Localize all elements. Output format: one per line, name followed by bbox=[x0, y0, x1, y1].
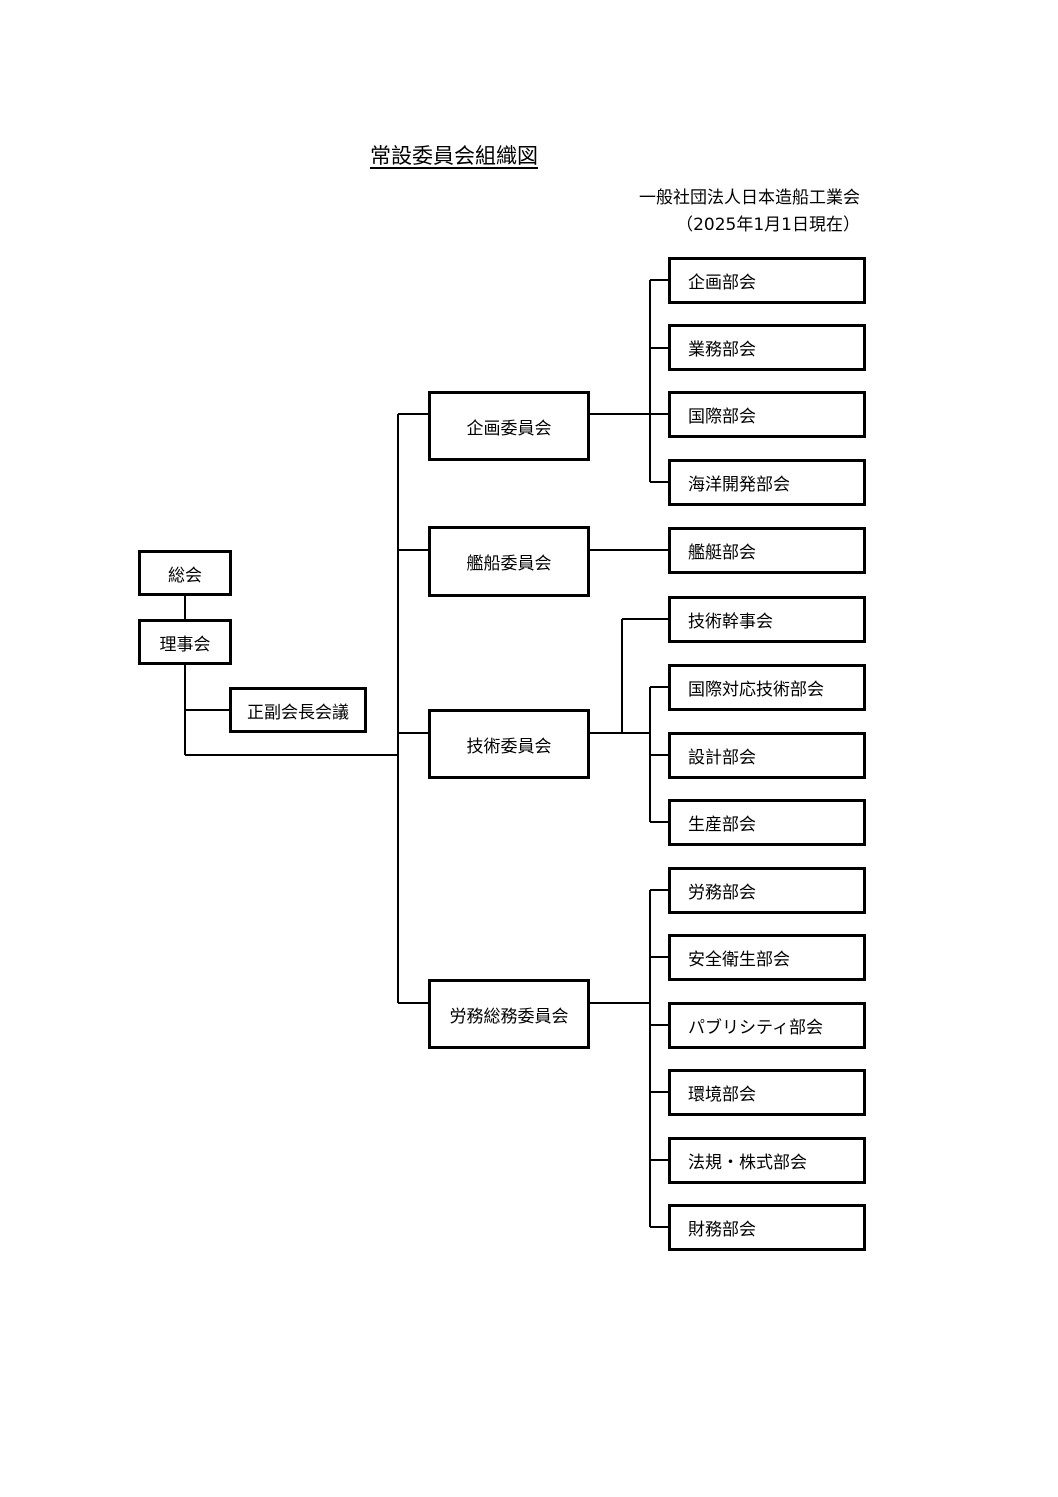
subcommittee-box: 企画部会 bbox=[668, 257, 866, 304]
subcommittee-box: 海洋開発部会 bbox=[668, 459, 866, 506]
subcommittee-box: 労務部会 bbox=[668, 867, 866, 914]
general-meeting-box: 総会 bbox=[138, 550, 232, 596]
subcommittee-box: 財務部会 bbox=[668, 1204, 866, 1251]
board-box: 理事会 bbox=[138, 619, 232, 665]
committee-naval: 艦船委員会 bbox=[428, 526, 590, 597]
subcommittee-box: 艦艇部会 bbox=[668, 527, 866, 574]
committee-labor-general: 労務総務委員会 bbox=[428, 979, 590, 1049]
subcommittee-box: 安全衛生部会 bbox=[668, 934, 866, 981]
committee-technical: 技術委員会 bbox=[428, 709, 590, 779]
committee-planning: 企画委員会 bbox=[428, 391, 590, 461]
subcommittee-box: 国際部会 bbox=[668, 391, 866, 438]
page-title: 常設委員会組織図 bbox=[370, 144, 538, 168]
subcommittee-box: パブリシティ部会 bbox=[668, 1002, 866, 1049]
chairs-meeting-box: 正副会長会議 bbox=[229, 687, 367, 733]
organization-name: 一般社団法人日本造船工業会 bbox=[639, 188, 860, 208]
subcommittee-box: 設計部会 bbox=[668, 732, 866, 779]
subcommittee-box: 法規・株式部会 bbox=[668, 1137, 866, 1184]
subcommittee-box: 国際対応技術部会 bbox=[668, 664, 866, 711]
subcommittee-box: 業務部会 bbox=[668, 324, 866, 371]
subcommittee-box: 技術幹事会 bbox=[668, 596, 866, 643]
subcommittee-box: 環境部会 bbox=[668, 1069, 866, 1116]
subcommittee-box: 生産部会 bbox=[668, 799, 866, 846]
as-of-date: （2025年1月1日現在） bbox=[676, 215, 860, 235]
